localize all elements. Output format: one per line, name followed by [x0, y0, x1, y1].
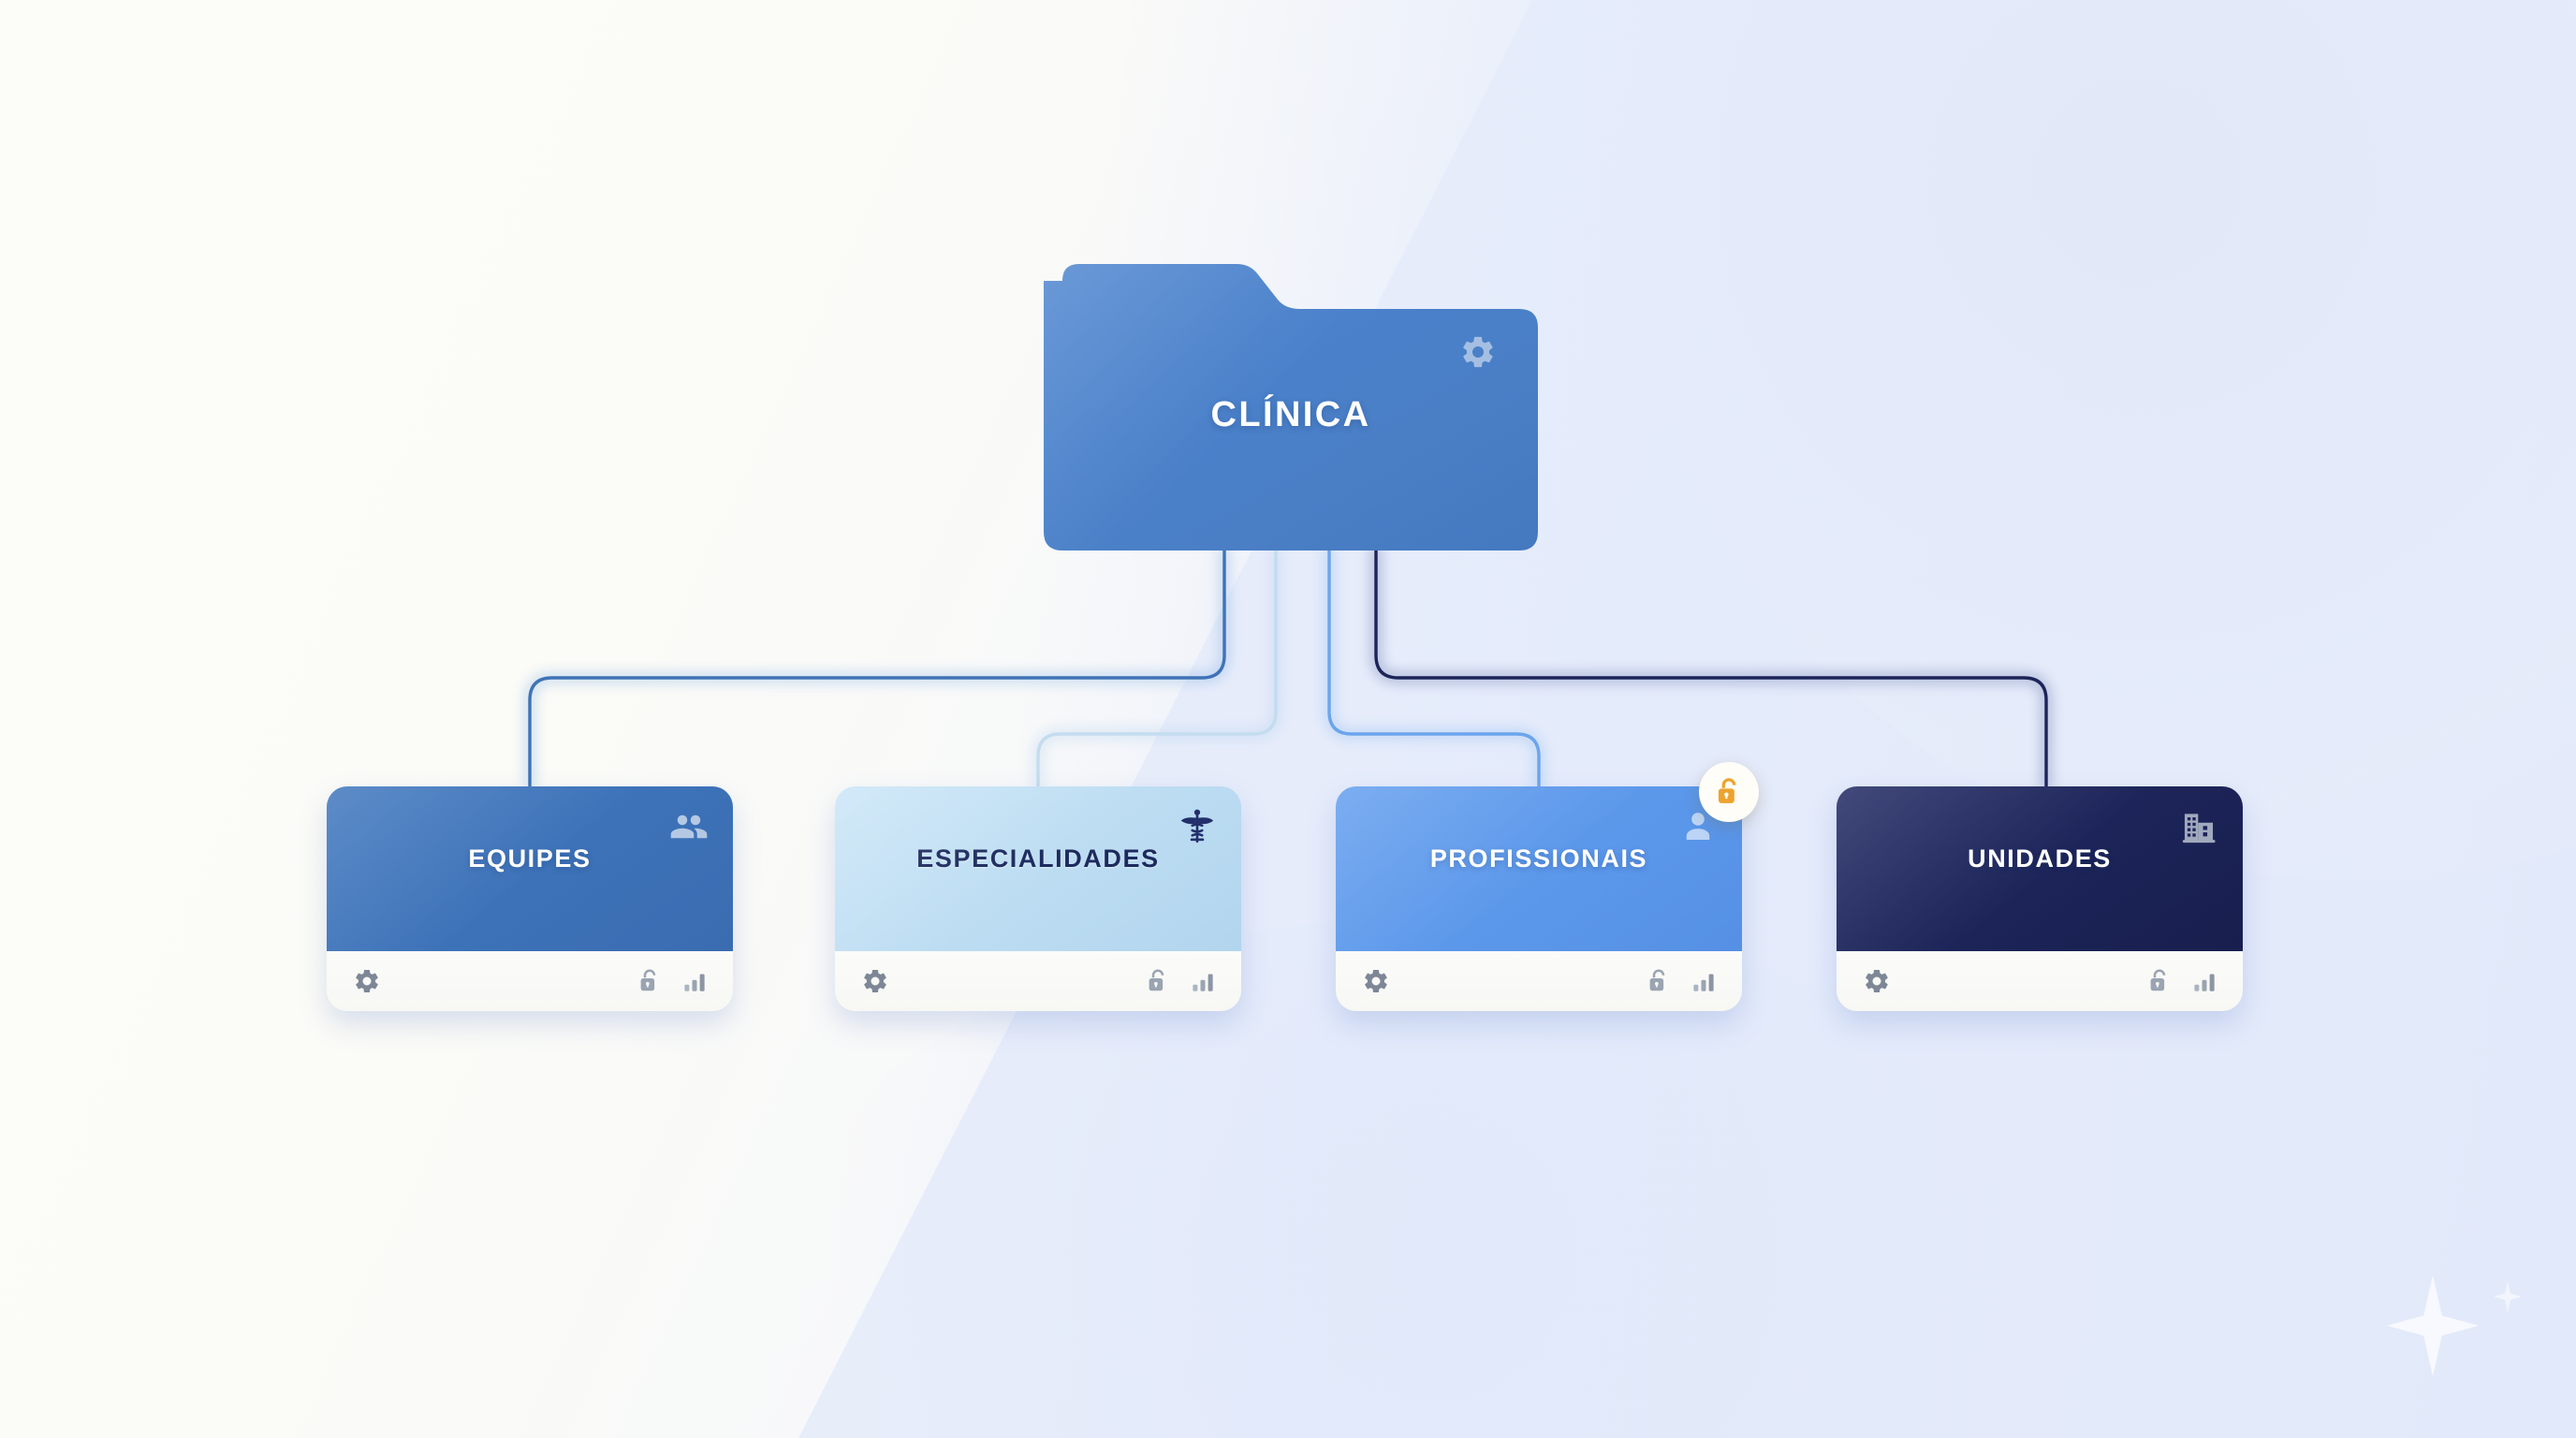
card-label: EQUIPES — [468, 844, 592, 873]
card-footer — [327, 951, 733, 1011]
gear-icon[interactable] — [1459, 333, 1497, 371]
bar-chart-icon[interactable] — [1189, 967, 1217, 995]
card-footer — [835, 951, 1241, 1011]
footer-left-group — [353, 967, 381, 995]
footer-left-group — [1362, 967, 1390, 995]
bar-chart-icon[interactable] — [1690, 967, 1718, 995]
card-header: PROFISSIONAIS — [1336, 786, 1742, 951]
caduceus-medical-icon — [1180, 809, 1214, 844]
folder-shape — [1042, 262, 1540, 552]
footer-right-group — [1144, 967, 1217, 995]
card-label: UNIDADES — [1968, 844, 2112, 873]
card-label: PROFISSIONAIS — [1429, 844, 1648, 873]
node-card-unidades[interactable]: UNIDADES — [1837, 786, 2243, 1011]
gear-icon[interactable] — [861, 967, 889, 995]
connector-profissionais — [1327, 549, 1541, 788]
card-body: UNIDADES — [1837, 786, 2243, 1011]
root-node-clinica[interactable]: CLÍNICA — [1042, 262, 1540, 552]
card-body: EQUIPES — [327, 786, 733, 1011]
people-group-icon — [670, 814, 708, 839]
card-label: ESPECIALIDADES — [916, 844, 1160, 873]
status-badge-unlocked[interactable] — [1699, 762, 1759, 822]
unlocked-padlock-icon[interactable] — [1144, 967, 1172, 995]
card-footer — [1837, 951, 2243, 1011]
footer-left-group — [861, 967, 889, 995]
footer-left-group — [1863, 967, 1891, 995]
connector-glow-profissionais — [1325, 546, 1544, 791]
connector-equipes — [528, 549, 1226, 788]
unlocked-padlock-icon[interactable] — [636, 967, 664, 995]
bar-chart-icon[interactable] — [681, 967, 709, 995]
footer-right-group — [1645, 967, 1718, 995]
card-body: PROFISSIONAIS — [1336, 786, 1742, 1011]
footer-right-group — [2145, 967, 2218, 995]
node-card-profissionais[interactable]: PROFISSIONAIS — [1336, 762, 1759, 1011]
gear-icon[interactable] — [1362, 967, 1390, 995]
building-icon — [2182, 814, 2216, 844]
unlocked-padlock-icon — [1718, 778, 1736, 803]
node-card-especialidades[interactable]: ESPECIALIDADES — [835, 786, 1241, 1011]
connector-glow-especialidades — [1033, 546, 1281, 791]
gear-icon[interactable] — [353, 967, 381, 995]
connector-especialidades — [1036, 549, 1278, 788]
node-card-equipes[interactable]: EQUIPES — [327, 786, 733, 1011]
card-header: EQUIPES — [327, 786, 733, 951]
gear-icon[interactable] — [1863, 967, 1891, 995]
root-node-label: CLÍNICA — [1210, 395, 1371, 434]
connector-unidades — [1374, 549, 2048, 788]
bar-chart-icon[interactable] — [2190, 967, 2218, 995]
connector-glow-equipes — [525, 546, 1229, 791]
card-header: UNIDADES — [1837, 786, 2243, 951]
unlocked-padlock-icon[interactable] — [2145, 967, 2174, 995]
unlocked-padlock-icon[interactable] — [1645, 967, 1673, 995]
card-header: ESPECIALIDADES — [835, 786, 1241, 951]
footer-right-group — [636, 967, 709, 995]
card-body: ESPECIALIDADES — [835, 786, 1241, 1011]
connector-glow-unidades — [1371, 546, 2051, 791]
card-footer — [1336, 951, 1742, 1011]
